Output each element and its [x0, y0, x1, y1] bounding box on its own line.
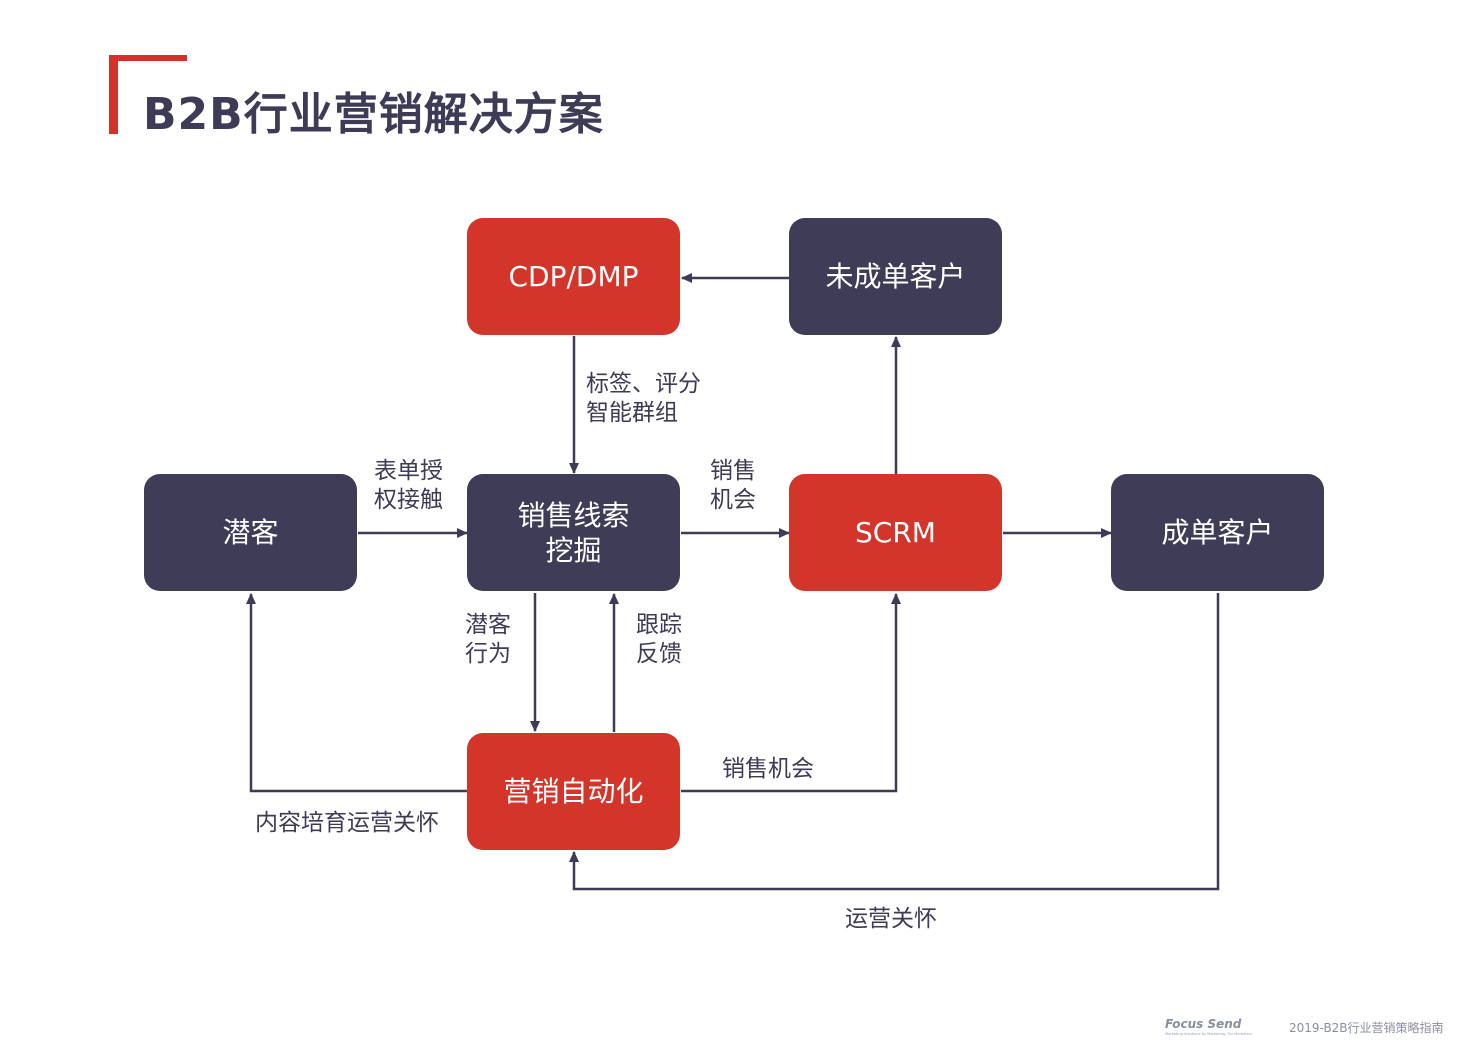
- focussend-logo: Focus Send Marketing Solutions by Market…: [1165, 1017, 1277, 1041]
- edge-automation-to-prospect: [246, 593, 467, 793]
- edge-label-tag-score: 标签、评分 智能群组: [586, 371, 701, 426]
- edge-label-prospect-behavior: 潜客 行为: [465, 612, 511, 667]
- node-cdp-dmp: CDP/DMP: [467, 218, 680, 335]
- edge-label-tracking-feedback: 跟踪 反馈: [636, 612, 682, 667]
- title-accent-bar-vertical: [109, 55, 118, 134]
- edge-closed-to-automation: [569, 593, 1220, 891]
- edge-label-content-nurture: 内容培育运营关怀: [255, 810, 439, 836]
- logo-wordmark: Focus Send: [1165, 1017, 1242, 1031]
- node-marketing-automation: 营销自动化: [467, 733, 680, 850]
- node-closed-customer: 成单客户: [1111, 474, 1324, 591]
- node-prospect: 潜客: [144, 474, 357, 591]
- edge-automation-to-scrm: [681, 593, 901, 793]
- node-unclosed-customer: 未成单客户: [789, 218, 1002, 335]
- edge-label-form-auth: 表单授 权接触: [374, 458, 443, 513]
- edge-label-sales-opportunity: 销售机会: [722, 756, 814, 782]
- node-lead-mining: 销售线索 挖掘: [467, 474, 680, 591]
- edge-label-ops-care: 运营关怀: [845, 906, 937, 932]
- node-scrm: SCRM: [789, 474, 1002, 591]
- logo-tagline: Marketing Solutions by Marketing, For Ma…: [1165, 1032, 1253, 1036]
- title-accent-bar-horizontal: [109, 55, 187, 61]
- edge-label-sales-opportunity-short: 销售 机会: [710, 458, 756, 513]
- footer-document-title: 2019-B2B行业营销策略指南: [1289, 1021, 1444, 1035]
- page-title: B2B行业营销解决方案: [143, 89, 604, 140]
